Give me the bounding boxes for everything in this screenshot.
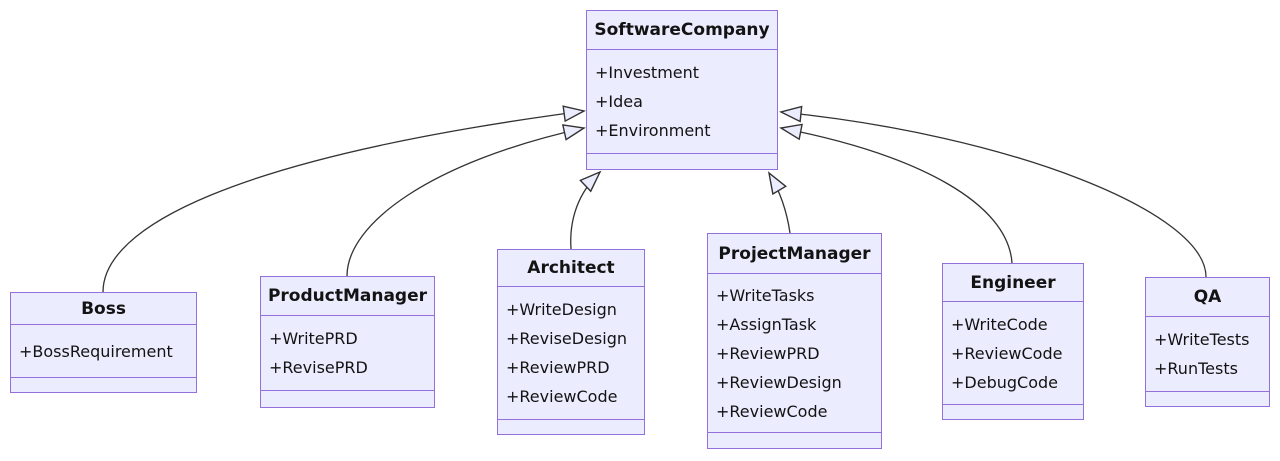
class-node-engineer: Engineer +WriteCode +ReviewCode +DebugCo… — [942, 263, 1084, 420]
class-title: ProjectManager — [718, 243, 871, 264]
class-member: +ReviewCode — [716, 401, 828, 421]
class-member: +ReviewPRD — [716, 343, 820, 363]
class-member: +RunTests — [1154, 359, 1238, 378]
class-members: +WriteTests +RunTests — [1146, 316, 1269, 391]
class-member: +ReviseDesign — [506, 329, 627, 348]
class-members: +WritePRD +RevisePRD — [261, 315, 434, 390]
class-node-projectmanager: ProjectManager +WriteTasks +AssignTask +… — [707, 233, 882, 449]
class-node-qa: QA +WriteTests +RunTests — [1145, 277, 1270, 407]
edge-qa-inherits-softwarecompany — [779, 105, 1207, 278]
edge-architect-inherits-softwarecompany — [570, 170, 602, 250]
class-member: +Environment — [595, 121, 711, 140]
class-member: +WriteTests — [1154, 330, 1250, 349]
class-member: +ReviewDesign — [716, 372, 842, 392]
class-title: Engineer — [970, 272, 1056, 293]
class-members: +WriteDesign +ReviseDesign +ReviewPRD +R… — [498, 286, 644, 419]
class-members: +WriteCode +ReviewCode +DebugCode — [943, 301, 1083, 404]
class-member: +WriteDesign — [506, 300, 617, 319]
class-title: SoftwareCompany — [594, 20, 770, 40]
class-methods-empty — [943, 404, 1083, 419]
class-methods-empty — [1146, 391, 1269, 406]
class-member: +AssignTask — [716, 314, 817, 334]
edge-projectmanager-inherits-softwarecompany — [767, 171, 791, 234]
class-member: +Idea — [595, 92, 643, 111]
class-members: +BossRequirement — [11, 324, 196, 377]
class-node-architect: Architect +WriteDesign +ReviseDesign +Re… — [497, 249, 645, 435]
edge-boss-inherits-softwarecompany — [102, 105, 586, 293]
class-member: +DebugCode — [951, 372, 1058, 392]
class-title: Boss — [81, 298, 126, 319]
class-title: Architect — [527, 258, 615, 278]
class-member: +WriteTasks — [716, 285, 815, 305]
class-member: +Investment — [595, 63, 700, 82]
class-member: +WritePRD — [269, 329, 358, 348]
edge-engineer-inherits-softwarecompany — [779, 123, 1013, 264]
class-methods-empty — [261, 390, 434, 407]
class-member: +ReviewCode — [951, 343, 1063, 363]
class-members: +WriteTasks +AssignTask +ReviewPRD +Revi… — [708, 273, 881, 432]
class-methods-empty — [11, 377, 196, 392]
edge-productmanager-inherits-softwarecompany — [346, 124, 586, 277]
class-member: +ReviewCode — [506, 387, 618, 406]
class-member: +BossRequirement — [19, 341, 173, 361]
class-methods-empty — [498, 419, 644, 434]
class-members: +Investment +Idea +Environment — [587, 49, 777, 153]
class-node-boss: Boss +BossRequirement — [10, 292, 197, 393]
class-member: +RevisePRD — [269, 358, 368, 377]
class-methods-empty — [587, 153, 777, 169]
class-title: QA — [1193, 287, 1222, 307]
class-member: +ReviewPRD — [506, 358, 610, 377]
class-node-productmanager: ProductManager +WritePRD +RevisePRD — [260, 276, 435, 408]
class-title: ProductManager — [267, 286, 428, 306]
class-methods-empty — [708, 432, 881, 448]
class-node-softwarecompany: SoftwareCompany +Investment +Idea +Envir… — [586, 10, 778, 170]
class-member: +WriteCode — [951, 314, 1048, 334]
